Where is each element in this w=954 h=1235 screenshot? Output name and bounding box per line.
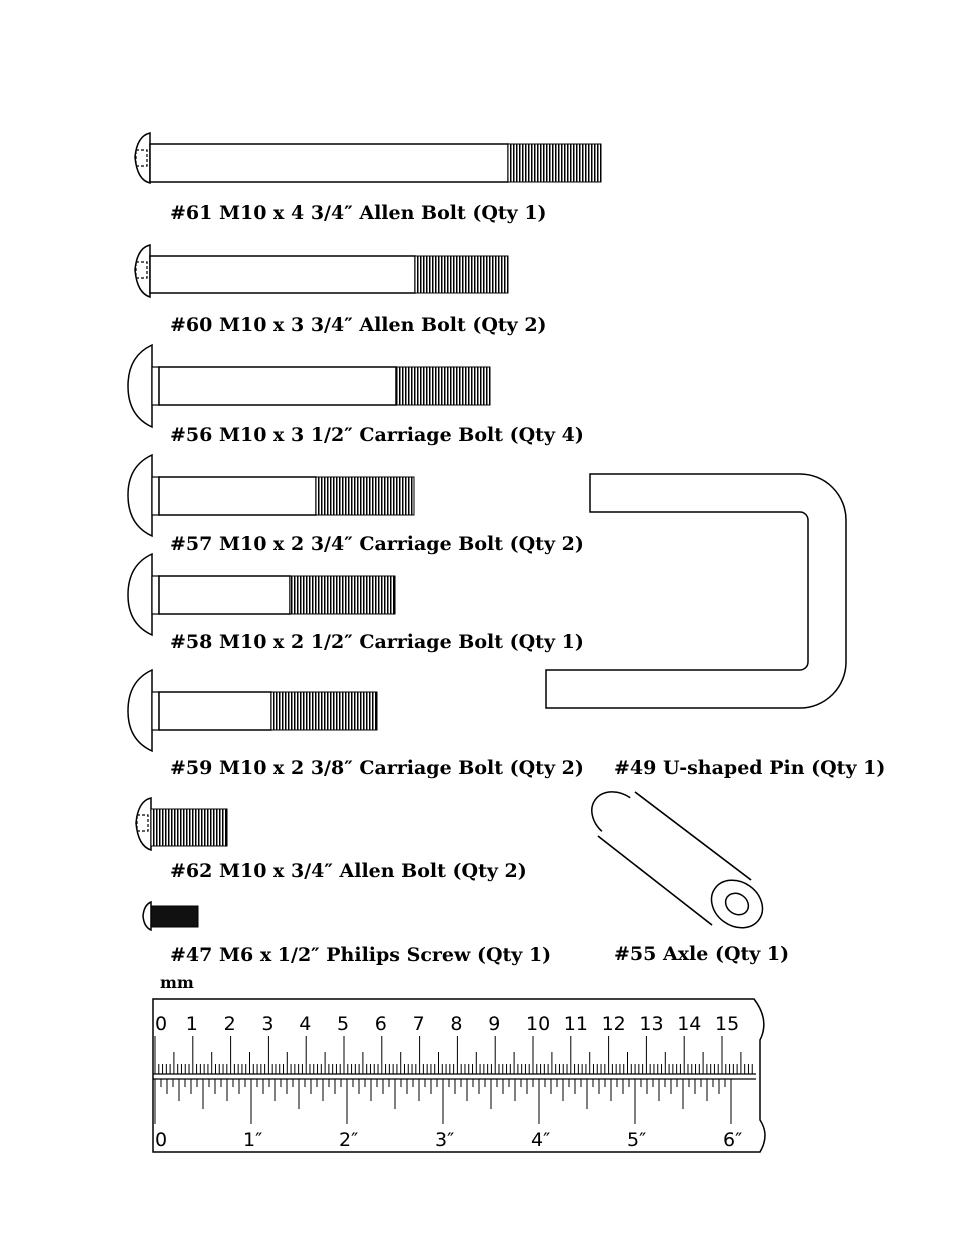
ruler-inch-labels: 0 1″ 2″ 3″ 4″ 5″ 6″ xyxy=(155,1129,742,1151)
cm-label: 13 xyxy=(639,1013,663,1035)
inch-label: 2″ xyxy=(339,1129,358,1151)
carriage-bolt-58-icon xyxy=(127,552,396,637)
cm-label: 7 xyxy=(413,1013,425,1035)
cm-label: 14 xyxy=(677,1013,701,1035)
label-61: #61 M10 x 4 3/4″ Allen Bolt (Qty 1) xyxy=(170,202,547,224)
label-62: #62 M10 x 3/4″ Allen Bolt (Qty 2) xyxy=(170,860,527,882)
axle-55-icon xyxy=(591,791,764,929)
inch-label: 1″ xyxy=(243,1129,262,1151)
label-59: #59 M10 x 2 3/8″ Carriage Bolt (Qty 2) xyxy=(170,757,584,779)
allen-bolt-62-icon xyxy=(135,797,228,852)
label-57: #57 M10 x 2 3/4″ Carriage Bolt (Qty 2) xyxy=(170,533,584,555)
cm-label: 12 xyxy=(602,1013,626,1035)
label-49: #49 U-shaped Pin (Qty 1) xyxy=(614,757,885,779)
inch-label: 6″ xyxy=(723,1129,742,1151)
cm-label: 6 xyxy=(375,1013,387,1035)
inch-label: 3″ xyxy=(435,1129,454,1151)
allen-bolt-60-icon xyxy=(134,244,509,299)
cm-label: 15 xyxy=(715,1013,739,1035)
cm-label: 9 xyxy=(488,1013,500,1035)
u-shaped-pin-49-icon xyxy=(545,473,847,709)
carriage-bolt-57-icon xyxy=(127,453,415,538)
inch-label: 5″ xyxy=(627,1129,646,1151)
label-58: #58 M10 x 2 1/2″ Carriage Bolt (Qty 1) xyxy=(170,631,584,653)
inch-label: 0 xyxy=(155,1129,167,1151)
cm-label: 11 xyxy=(564,1013,588,1035)
cm-label: 1 xyxy=(186,1013,198,1035)
philips-screw-47-icon xyxy=(142,900,199,932)
cm-label: 8 xyxy=(450,1013,462,1035)
ruler-ticks xyxy=(154,1036,753,1124)
inch-label: 4″ xyxy=(531,1129,550,1151)
allen-bolt-61-icon xyxy=(134,132,602,184)
cm-label: 4 xyxy=(299,1013,311,1035)
label-56: #56 M10 x 3 1/2″ Carriage Bolt (Qty 4) xyxy=(170,424,584,446)
cm-label: 3 xyxy=(261,1013,273,1035)
cm-label: 2 xyxy=(224,1013,236,1035)
carriage-bolt-59-icon xyxy=(127,668,378,753)
cm-label: 5 xyxy=(337,1013,349,1035)
label-60: #60 M10 x 3 3/4″ Allen Bolt (Qty 2) xyxy=(170,314,547,336)
cm-label: 10 xyxy=(526,1013,550,1035)
carriage-bolt-56-icon xyxy=(127,343,491,429)
ruler-unit-label: mm xyxy=(160,973,194,992)
cm-label: 0 xyxy=(155,1013,167,1035)
label-55: #55 Axle (Qty 1) xyxy=(614,943,789,965)
label-47: #47 M6 x 1/2″ Philips Screw (Qty 1) xyxy=(170,944,551,966)
